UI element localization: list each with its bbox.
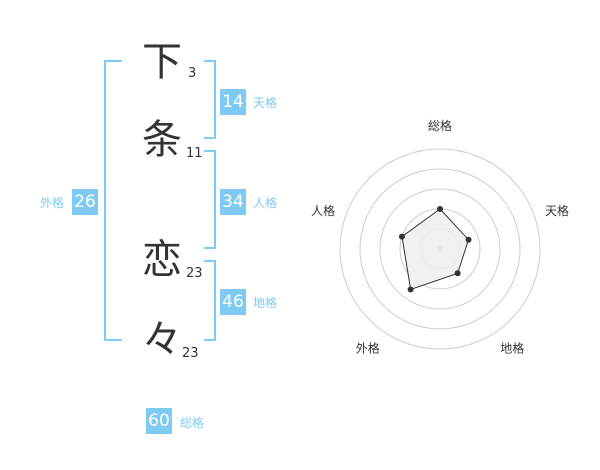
radar-axis-label-2: 天格 (545, 203, 569, 218)
radar-axis-label-4: 外格 (356, 341, 380, 356)
radar-point-4 (407, 286, 414, 293)
radar-point-3 (454, 270, 461, 277)
radar-axis-label-5: 人格 (311, 203, 335, 218)
gaikaku-value: 26 (72, 189, 98, 215)
name-char-2: 条 (142, 117, 182, 163)
soukaku-label: 総格 (180, 416, 205, 430)
radar-point-1 (437, 206, 443, 212)
radar-value-polygon (401, 208, 470, 291)
soukaku-value: 60 (146, 408, 172, 434)
stroke-count-4: 23 (182, 346, 199, 361)
name-char-3: 恋 (142, 237, 182, 283)
tenkaku-value: 14 (220, 89, 246, 115)
radar-point-2 (465, 236, 472, 243)
stroke-count-2: 11 (186, 146, 203, 161)
stroke-count-1: 3 (188, 66, 197, 81)
jinkaku-bracket (204, 150, 216, 249)
jinkaku-label: 人格 (253, 196, 278, 210)
name-char-4: 々 (142, 317, 182, 363)
radar-ring-3 (379, 188, 501, 310)
radar-axis-label-1: 総格 (428, 118, 452, 133)
radar-point-5 (398, 233, 405, 240)
name-char-1: 下 (142, 39, 182, 85)
radar-ring-5 (339, 148, 541, 350)
gaikaku-bracket (104, 60, 122, 341)
chikaku-label: 地格 (253, 296, 278, 310)
jinkaku-value: 34 (220, 189, 246, 215)
radar-ring-4 (359, 168, 521, 330)
tenkaku-label: 天格 (253, 96, 278, 110)
stroke-count-3: 23 (186, 266, 203, 281)
tenkaku-bracket (204, 60, 216, 139)
chikaku-value: 46 (220, 289, 246, 315)
radar-axis-label-3: 地格 (500, 341, 524, 356)
chikaku-bracket (204, 260, 216, 341)
gaikaku-label: 外格 (40, 196, 65, 210)
